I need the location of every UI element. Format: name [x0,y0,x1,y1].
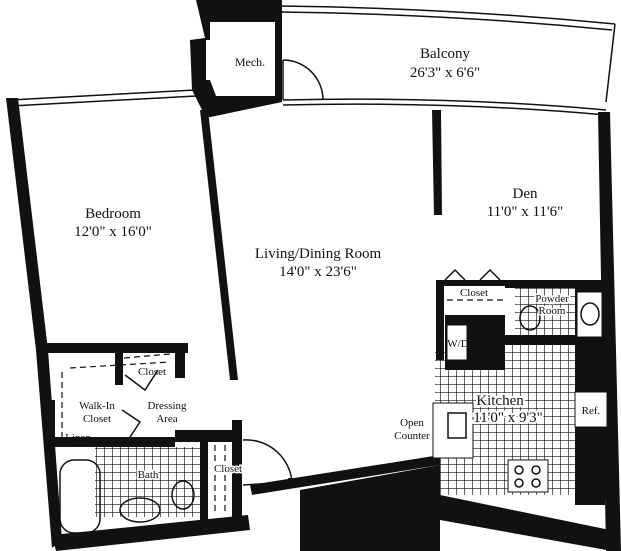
kitchen-sink [447,412,467,439]
bedroom-window [9,89,197,107]
linen-label: Linen [65,432,91,444]
walkin-closet-label-2: Closet [83,413,111,425]
bath-label: Bath [138,469,159,481]
bedroom-label: Bedroom [85,206,141,222]
right-exterior-wall [598,112,621,551]
open-counter [432,402,474,459]
kitchen-bottom-wall [440,495,612,551]
bathtub [59,459,101,534]
powder-tile-floor [515,285,575,340]
den-label: Den [513,186,538,202]
powder-sink [580,302,600,326]
balcony [279,5,616,116]
wd-label: W/D [447,338,468,350]
kitchen-size: 11'0" x 9'3" [473,410,543,426]
balcony-size: 26'3" x 6'6" [410,65,480,81]
mech-block [190,0,282,118]
entry-door[interactable] [242,439,296,486]
balcony-label: Balcony [420,46,470,62]
bedroom-size: 12'0" x 16'0" [74,224,152,240]
bedroom-closet-label: Closet [138,366,166,378]
left-exterior-wall [6,98,62,548]
living-label: Living/Dining Room [255,246,382,262]
mech-label: Mech. [235,55,265,69]
dressing-area-label-2: Area [156,413,177,425]
mech-door[interactable] [282,59,324,101]
living-size: 14'0" x 23'6" [279,264,357,280]
ref-label: Ref. [582,405,601,417]
kitchen-label: Kitchen [476,393,524,409]
open-counter-label: Open [400,417,424,429]
bath-sink [119,497,161,523]
stove [507,459,549,493]
den-left-wall [432,110,442,215]
powder-room-label: Powder [535,293,569,305]
open-counter-label-2: Counter [394,430,430,442]
living-bottom-wall [250,455,440,495]
dressing-area-label: Dressing [147,400,187,412]
walkin-closet-label: Walk-In [79,400,115,412]
bottom-block [300,465,440,551]
den-size: 11'0" x 11'6" [487,204,564,220]
powder-toilet [519,305,541,331]
bath-toilet [171,480,195,510]
bedroom-living-wall [200,110,238,380]
refrigerator [574,391,608,428]
entry-closet-label: Closet [214,463,242,475]
kitchen-closet-label: Closet [460,287,488,299]
powder-room-label-2: Room [539,305,566,317]
suite-top-wall [38,343,188,353]
